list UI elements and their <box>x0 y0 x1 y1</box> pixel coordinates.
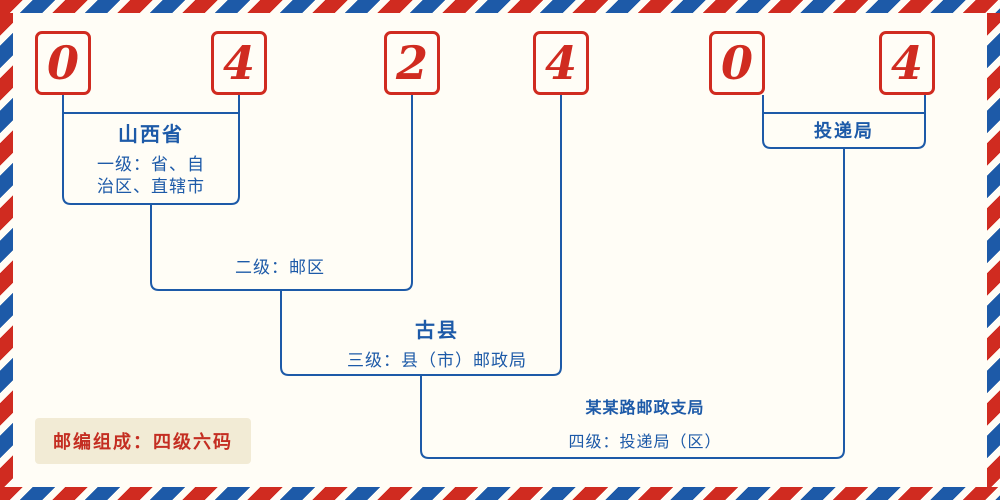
level4-desc: 四级：投递局（区） <box>568 432 722 451</box>
level1-desc-line1: 一级：省、自 <box>97 155 205 175</box>
level4-branch-name: 某某路邮政支局 <box>585 398 705 417</box>
digit-6: 4 <box>890 36 923 90</box>
level4-label: 某某路邮政支局 四级：投递局（区） <box>515 394 775 452</box>
airmail-border-bottom <box>0 487 1000 500</box>
digit-box-3: 2 <box>384 31 440 95</box>
digit-box-4: 4 <box>533 31 589 95</box>
digit-5: 0 <box>720 36 753 90</box>
composition-badge: 邮编组成：四级六码 <box>35 418 251 464</box>
airmail-border-left <box>0 13 13 487</box>
level2-desc: 二级：邮区 <box>235 258 325 278</box>
level3-region-name: 古县 <box>415 318 459 342</box>
level2-label: 二级：邮区 <box>190 257 370 279</box>
delivery-office-label: 投递局 <box>763 117 925 143</box>
airmail-border-right <box>987 13 1000 487</box>
airmail-border-top <box>0 0 1000 13</box>
level3-desc: 三级：县（市）邮政局 <box>347 351 527 371</box>
delivery-office-name: 投递局 <box>814 121 874 142</box>
digit-3: 2 <box>395 36 428 90</box>
level1-desc-line2: 治区、直辖市 <box>97 177 205 197</box>
digit-box-6: 4 <box>879 31 935 95</box>
digit-4: 4 <box>544 36 577 90</box>
digit-1: 0 <box>46 36 79 90</box>
level1-label: 山西省 一级：省、自 治区、直辖市 <box>63 118 239 198</box>
digit-2: 4 <box>222 36 255 90</box>
digit-box-1: 0 <box>35 31 91 95</box>
digit-box-2: 4 <box>211 31 267 95</box>
level1-region-name: 山西省 <box>118 122 184 146</box>
digit-box-5: 0 <box>709 31 765 95</box>
level3-label: 古县 三级：县（市）邮政局 <box>317 314 557 372</box>
